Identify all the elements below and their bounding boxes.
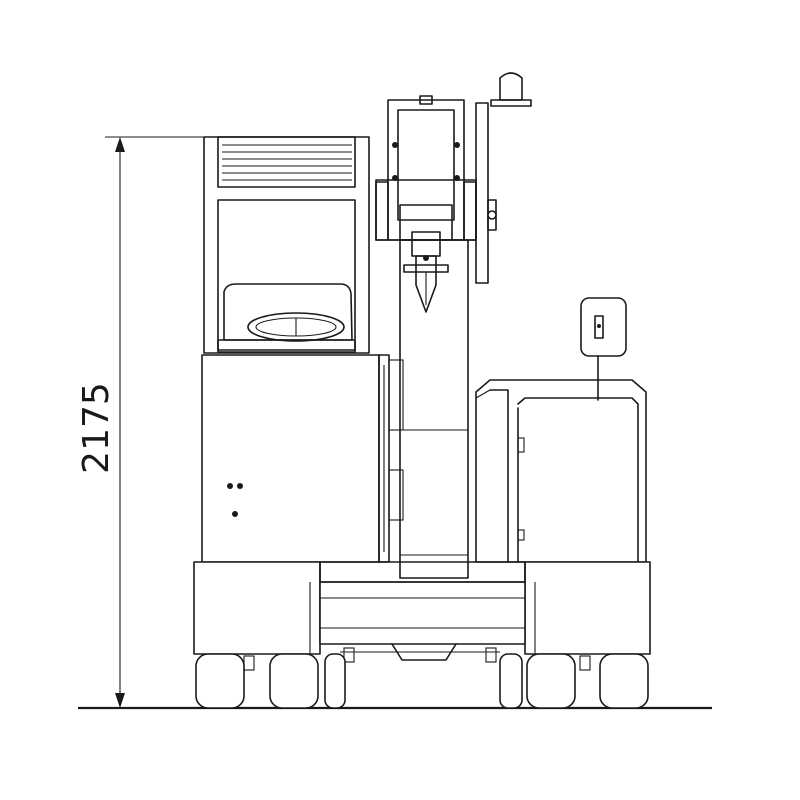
cross-member [319,581,526,645]
steering-wheel [247,312,345,342]
right-rear-wheel [499,653,523,709]
dimension-arrow-top [115,137,125,152]
left-bumper [193,561,321,655]
wheels [195,653,649,709]
rivet [237,483,243,489]
beacon [475,72,532,284]
rear-view-mirror [580,297,627,401]
overhead-guard [203,136,370,354]
rivet [232,511,238,517]
left-outer-wheel [195,653,245,709]
right-outer-wheel [599,653,649,709]
seat [223,283,353,341]
battery-compartment [475,379,647,563]
right-inner-wheel [526,653,576,709]
height-dimension: 2175 [76,136,360,708]
dimension-arrow-bottom [115,693,125,708]
left-body [201,354,404,563]
height-dimension-label: 2175 [76,382,117,474]
right-bumper [524,561,651,655]
left-inner-wheel [269,653,319,709]
rivet [227,483,233,489]
cab-floor [217,339,356,353]
chassis [193,561,651,655]
undercarriage [340,643,500,663]
left-rear-wheel [324,653,346,709]
mast [375,95,477,579]
